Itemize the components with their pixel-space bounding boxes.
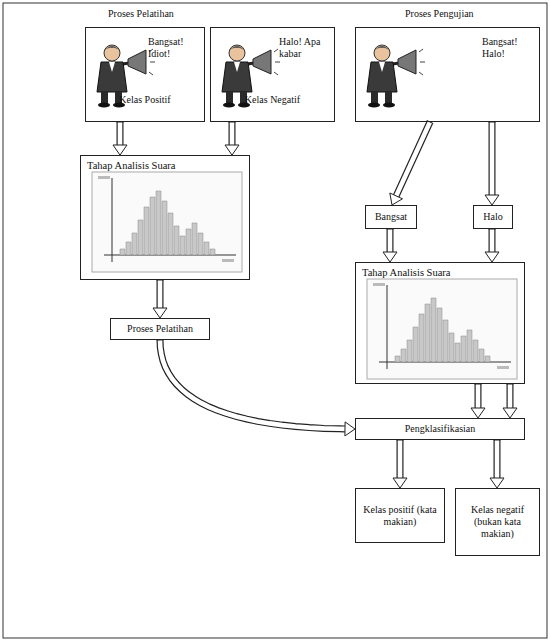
section-heading: Proses Pelatihan: [108, 8, 174, 19]
spectrum-chart: [92, 172, 242, 272]
arrow-shaft-inner: [398, 440, 403, 478]
node-text: Bangsat! Halo!: [482, 36, 520, 60]
arrow-shaft-inner: [158, 280, 163, 308]
arrow-shaft: [387, 229, 394, 252]
arrow-shaft: [507, 384, 514, 408]
arrow-shaft-inner: [118, 122, 123, 145]
arrow-connector: [153, 280, 167, 318]
cartoon-figure: [367, 45, 425, 108]
word-box: Bangsat: [365, 205, 417, 229]
outer-frame: [3, 3, 547, 638]
arrow-shaft-inner: [396, 122, 430, 196]
node-text: Tahap Analisis Suara: [356, 263, 524, 284]
arrow-shaft: [489, 122, 496, 195]
analysis-box: Tahap Analisis Suara: [80, 155, 250, 280]
node-text: Tahap Analisis Suara: [81, 156, 249, 177]
spectrum-chart: [367, 279, 517, 379]
arrow-head: [390, 193, 403, 205]
node-text: Halo! Apa kabar: [279, 36, 323, 60]
arrow-shaft: [475, 384, 482, 408]
node-text: Kelas Negatif: [211, 94, 334, 106]
arrow-shaft: [494, 440, 501, 478]
node-text: Proses Pelatihan: [123, 323, 197, 335]
arrow-connector: [390, 121, 433, 206]
arrow-head: [113, 145, 127, 155]
arrow-connector: [383, 229, 397, 262]
arrow-head: [225, 145, 239, 155]
arrow-shaft: [229, 122, 236, 145]
node-text: Kelas positif (kata makian): [359, 504, 441, 528]
arrow-shaft-inner: [160, 340, 345, 429]
arrow-head: [485, 252, 499, 262]
node-text: Bangsat! Idiot!: [148, 36, 186, 60]
arrow-shaft-inner: [490, 229, 495, 252]
arrow-shaft-inner: [490, 122, 495, 195]
arrow-connector: [485, 229, 499, 262]
test-sample-box: Bangsat! Halo!: [355, 27, 540, 122]
arrow-head: [485, 195, 499, 205]
arrow-connector: [471, 384, 485, 418]
arrow-connector: [503, 384, 517, 418]
arrow-shaft-inner: [476, 384, 481, 408]
section-heading: Proses Pengujian: [405, 8, 474, 19]
arrow-shaft: [160, 340, 345, 429]
arrow-head: [490, 478, 504, 488]
arrow-connector: [485, 122, 499, 205]
arrow-shaft-inner: [230, 122, 235, 145]
word-box: Halo: [473, 205, 513, 229]
arrow-head: [153, 308, 167, 318]
arrow-shaft: [397, 440, 404, 478]
process-box: Pengklasifikasian: [355, 418, 525, 440]
arrow-shaft-inner: [508, 384, 513, 408]
arrow-shaft-inner: [388, 229, 393, 252]
arrow-shaft: [396, 122, 430, 196]
analysis-box: Tahap Analisis Suara: [355, 262, 525, 384]
node-text: Kelas Positif: [86, 94, 204, 106]
arrow-cap: [427, 121, 433, 124]
class-sample-box: Bangsat! Idiot! Kelas Positif: [85, 27, 205, 122]
node-text: Bangsat: [371, 211, 411, 223]
arrow-connector: [157, 340, 356, 436]
node-text: Halo: [479, 211, 506, 223]
result-box: Kelas negatif (bukan kata makian): [455, 488, 540, 556]
process-box: Proses Pelatihan: [110, 318, 210, 340]
arrow-head: [345, 422, 355, 436]
node-text: Kelas negatif (bukan kata makian): [459, 504, 536, 540]
arrow-head: [383, 252, 397, 262]
result-box: Kelas positif (kata makian): [355, 488, 445, 543]
arrow-shaft: [157, 280, 164, 308]
arrow-connector: [225, 122, 239, 155]
arrow-connector: [113, 122, 127, 155]
class-sample-box: Halo! Apa kabarKelas Negatif: [210, 27, 335, 122]
arrow-connector: [393, 440, 407, 488]
arrow-head: [393, 478, 407, 488]
arrow-connector: [490, 440, 504, 488]
arrow-head: [471, 408, 485, 418]
node-text: Pengklasifikasian: [401, 423, 480, 435]
arrow-shaft: [117, 122, 124, 145]
arrow-shaft-inner: [495, 440, 500, 478]
arrow-head: [503, 408, 517, 418]
arrow-shaft: [489, 229, 496, 252]
